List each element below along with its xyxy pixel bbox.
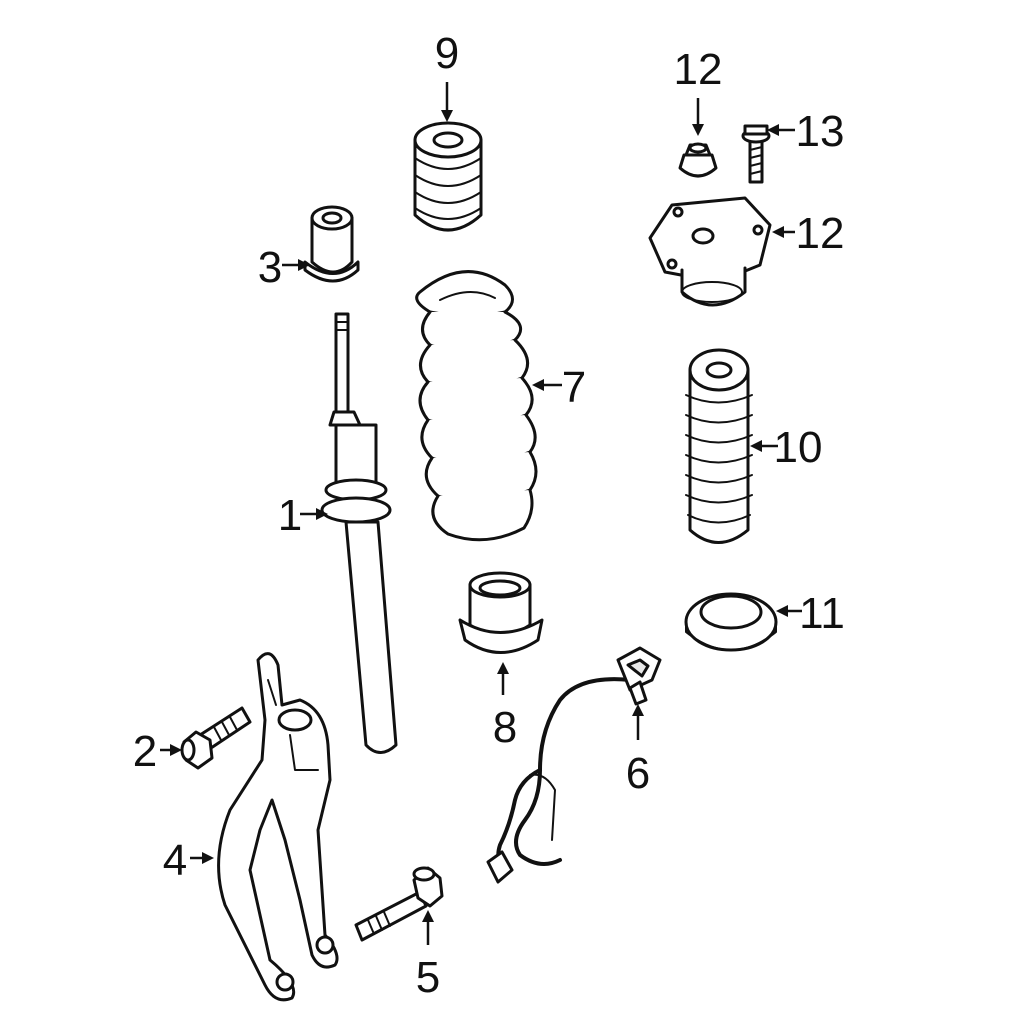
arm-bolt	[180, 706, 252, 770]
callout-leaders	[160, 82, 802, 945]
abs-sensor	[486, 646, 662, 884]
callout-7: 7	[562, 363, 586, 412]
callout-4: 4	[163, 836, 187, 885]
callout-12-nut: 12	[674, 45, 723, 94]
spring-insulator	[684, 592, 778, 652]
upper-mount	[648, 196, 772, 307]
callout-10: 10	[774, 423, 823, 472]
upper-bolt	[741, 124, 771, 184]
callout-5: 5	[416, 953, 440, 1002]
control-arm	[217, 652, 339, 1002]
callout-8: 8	[493, 703, 517, 752]
dust-boot	[685, 348, 753, 544]
coil-spring	[415, 270, 538, 542]
lower-spring-seat	[458, 571, 544, 654]
flange-nut	[678, 142, 718, 178]
upper-bushing	[303, 205, 360, 283]
lower-bolt	[354, 866, 444, 942]
shock-absorber	[320, 312, 398, 754]
callout-3: 3	[258, 243, 282, 292]
callout-11: 11	[799, 589, 845, 638]
callout-13: 13	[796, 107, 845, 156]
callout-6: 6	[626, 749, 650, 798]
bump-stop	[413, 121, 483, 232]
callout-12-mount: 12	[796, 209, 845, 258]
callout-9: 9	[435, 29, 459, 78]
callout-1: 1	[278, 491, 302, 540]
callout-2: 2	[133, 727, 157, 776]
callout-labels: 9 3 1 7 8 12 13 12 10 11 6 2 4 5	[133, 29, 845, 1002]
